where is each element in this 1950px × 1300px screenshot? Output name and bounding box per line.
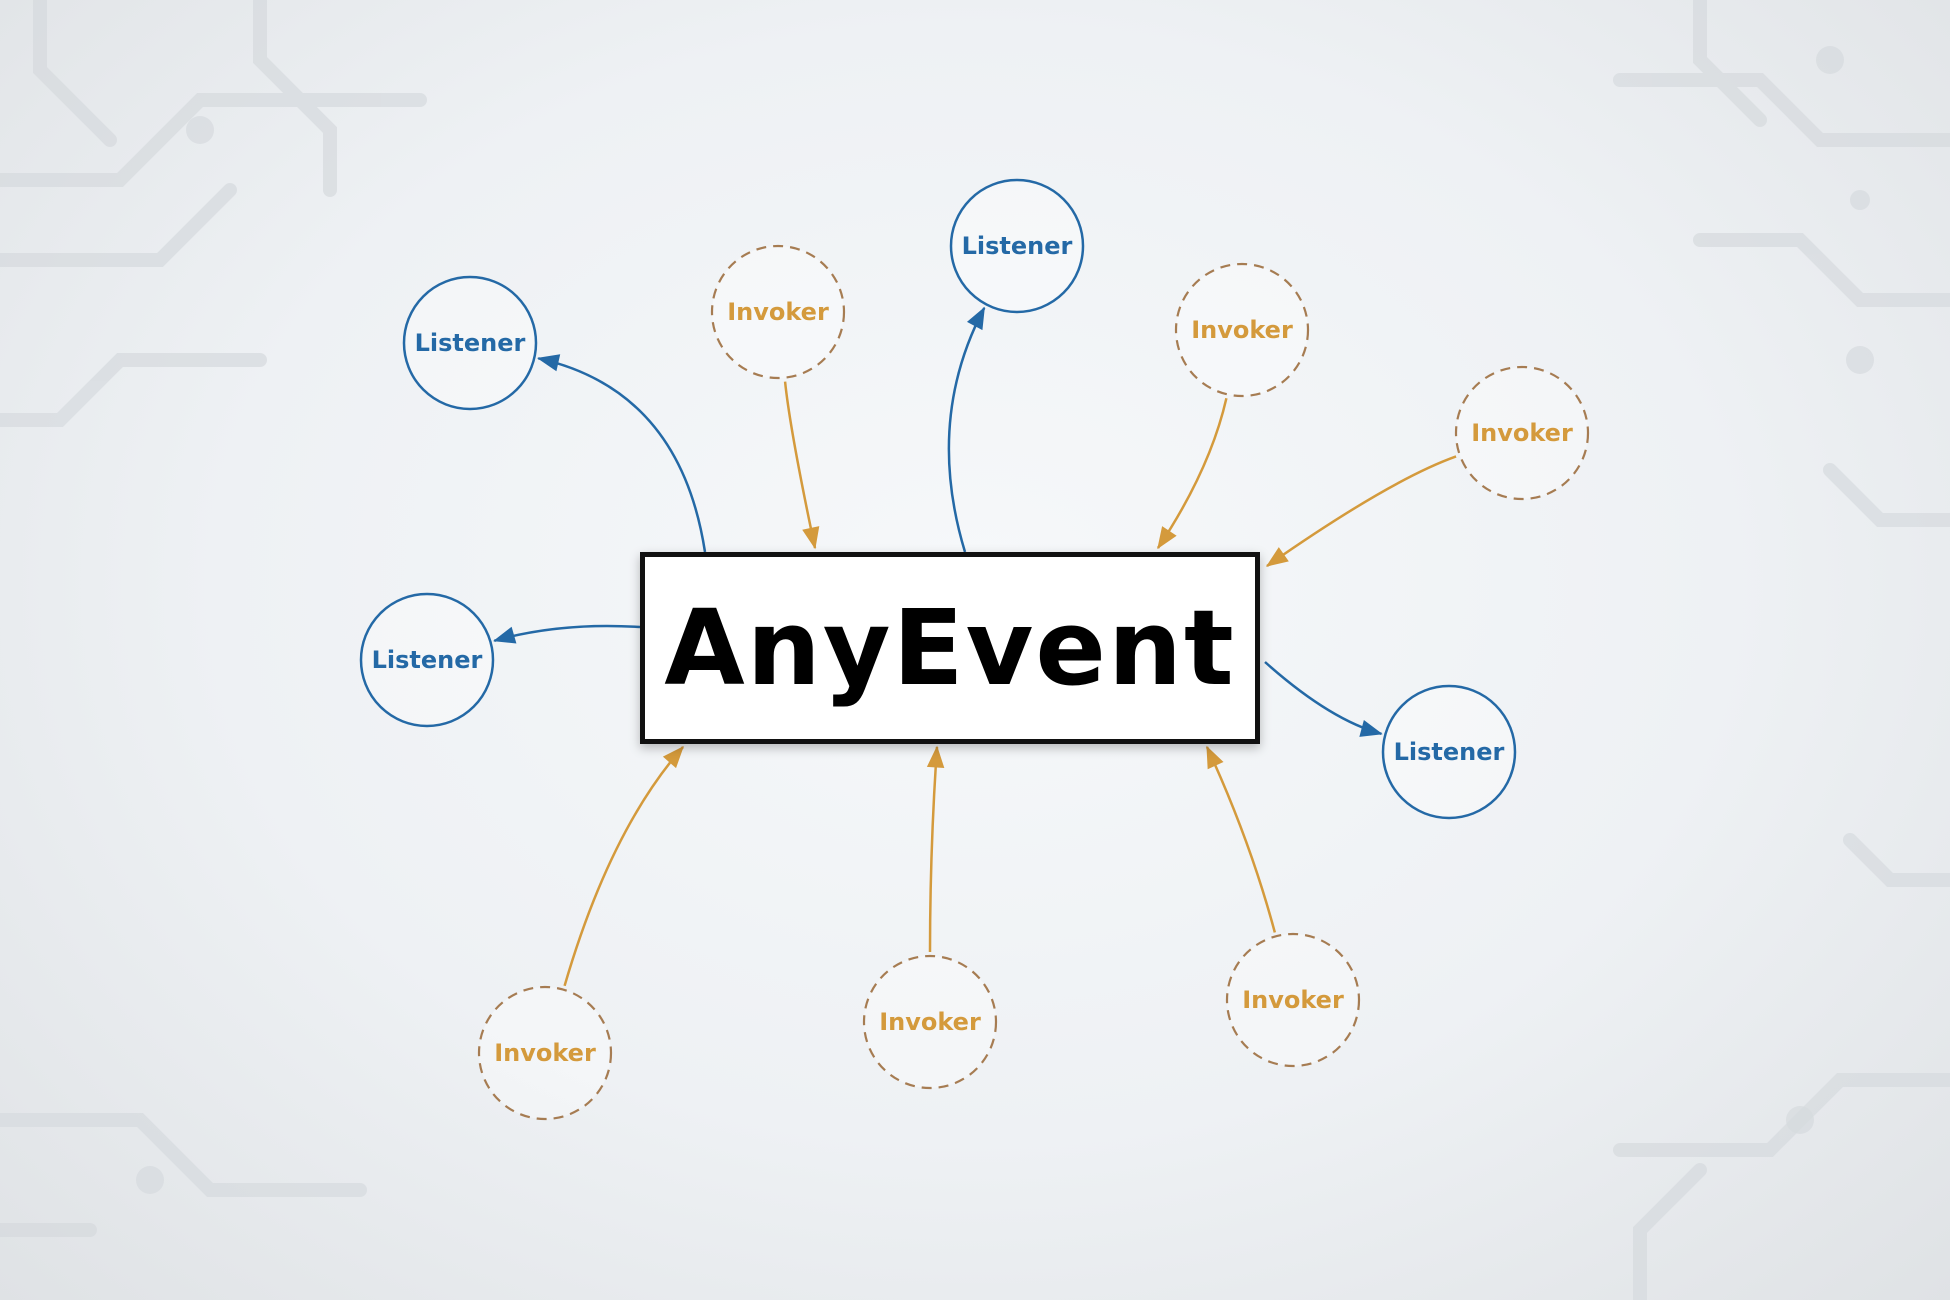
circuit-background-dots [136,46,1874,1194]
edge-5 [1265,455,1457,568]
invoker-circle [1454,365,1590,501]
edge-line-10 [1205,746,1277,933]
edge-7 [1264,661,1383,737]
invoker-node-5: Invoker [1454,365,1590,501]
invoker-node-8: Invoker [477,985,613,1121]
invoker-circle [477,985,613,1121]
nodes: ListenerInvokerListenerInvokerInvokerLis… [359,178,1590,1121]
edges [493,306,1457,987]
listener-circle [359,592,495,728]
listener-circle [402,275,538,411]
edge-line-9 [928,746,939,953]
listener-node-1: Listener [402,275,538,411]
invoker-label: Invoker [1191,316,1293,344]
edge-line-2 [783,381,817,549]
invoker-circle [862,954,998,1090]
listener-node-3: Listener [949,178,1085,314]
anyevent-box: AnyEvent [640,552,1260,744]
edge-line-5 [1266,455,1457,568]
invoker-circle [1174,262,1310,398]
edge-arrowhead-9 [926,745,945,769]
edge-arrowhead-10 [1206,745,1224,770]
edge-line-8 [563,746,684,987]
edge-arrowhead-3 [966,306,985,331]
invoker-circle [710,244,846,380]
edge-arrowhead-8 [662,745,684,769]
invoker-label: Invoker [1242,986,1344,1014]
edge-line-6 [493,624,641,642]
edge-arrowhead-1 [536,354,561,372]
edge-arrowhead-4 [1157,526,1177,550]
edge-arrowhead-6 [493,626,517,644]
edge-9 [926,745,945,953]
invoker-node-9: Invoker [862,954,998,1090]
edge-line-4 [1156,397,1228,549]
center-title: AnyEvent [664,587,1236,709]
invoker-label: Invoker [727,298,829,326]
listener-node-7: Listener [1381,684,1517,820]
edge-line-3 [947,307,986,553]
invoker-label: Invoker [879,1008,981,1036]
invoker-circle [1225,932,1361,1068]
invoker-node-2: Invoker [710,244,846,380]
edge-2 [783,381,820,550]
edge-3 [947,306,986,553]
edge-arrowhead-7 [1359,720,1383,737]
edge-10 [1205,745,1277,933]
listener-label: Listener [1394,738,1505,766]
edge-8 [563,745,684,987]
invoker-label: Invoker [1471,419,1573,447]
listener-node-6: Listener [359,592,495,728]
listener-circle [949,178,1085,314]
edge-arrowhead-5 [1265,547,1289,567]
listener-circle [1381,684,1517,820]
listener-label: Listener [962,232,1073,260]
edge-line-1 [538,357,707,553]
invoker-node-4: Invoker [1174,262,1310,398]
listener-label: Listener [415,329,526,357]
listener-label: Listener [372,646,483,674]
edge-arrowhead-2 [802,526,820,550]
edge-1 [536,354,707,553]
invoker-node-10: Invoker [1225,932,1361,1068]
invoker-label: Invoker [494,1039,596,1067]
edge-4 [1156,397,1228,550]
edge-6 [493,624,641,644]
